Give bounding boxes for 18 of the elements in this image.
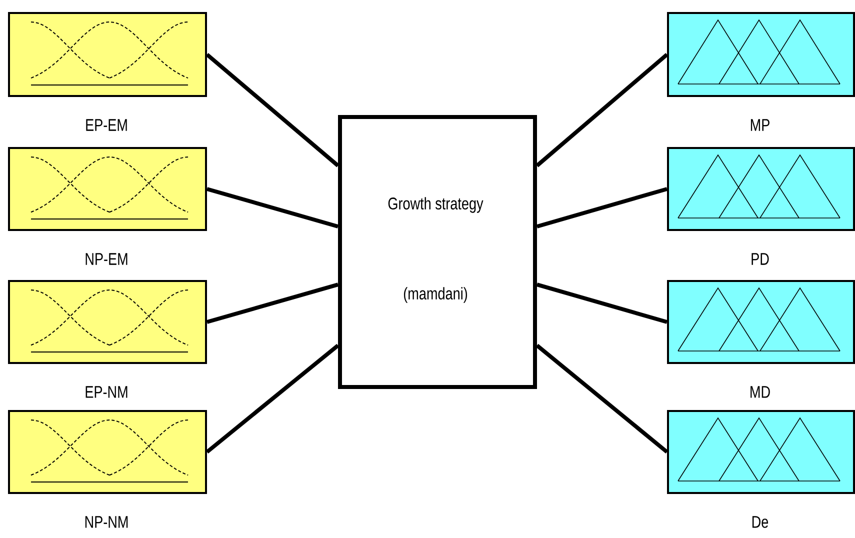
variable-label: NP-NM xyxy=(85,516,128,528)
connector-line xyxy=(536,52,668,168)
connector-line xyxy=(206,282,339,324)
variable-label: EP-EM xyxy=(86,119,127,131)
variable-label: EP-NM xyxy=(86,386,128,398)
variable-label: MP xyxy=(750,119,770,131)
connector-line xyxy=(536,187,668,228)
variable-label: PD xyxy=(752,253,769,265)
connector-line xyxy=(536,344,668,454)
variable-label: MD xyxy=(750,386,770,398)
variable-label: NP-EM xyxy=(86,253,128,265)
system-label: Growth strategy xyxy=(388,197,484,213)
connector-line xyxy=(206,187,339,228)
system-label: (mamdani) xyxy=(404,287,468,303)
connector-line xyxy=(536,282,668,324)
variable-label: De xyxy=(752,516,768,528)
connector-line xyxy=(206,52,340,168)
connector-line xyxy=(206,344,340,454)
